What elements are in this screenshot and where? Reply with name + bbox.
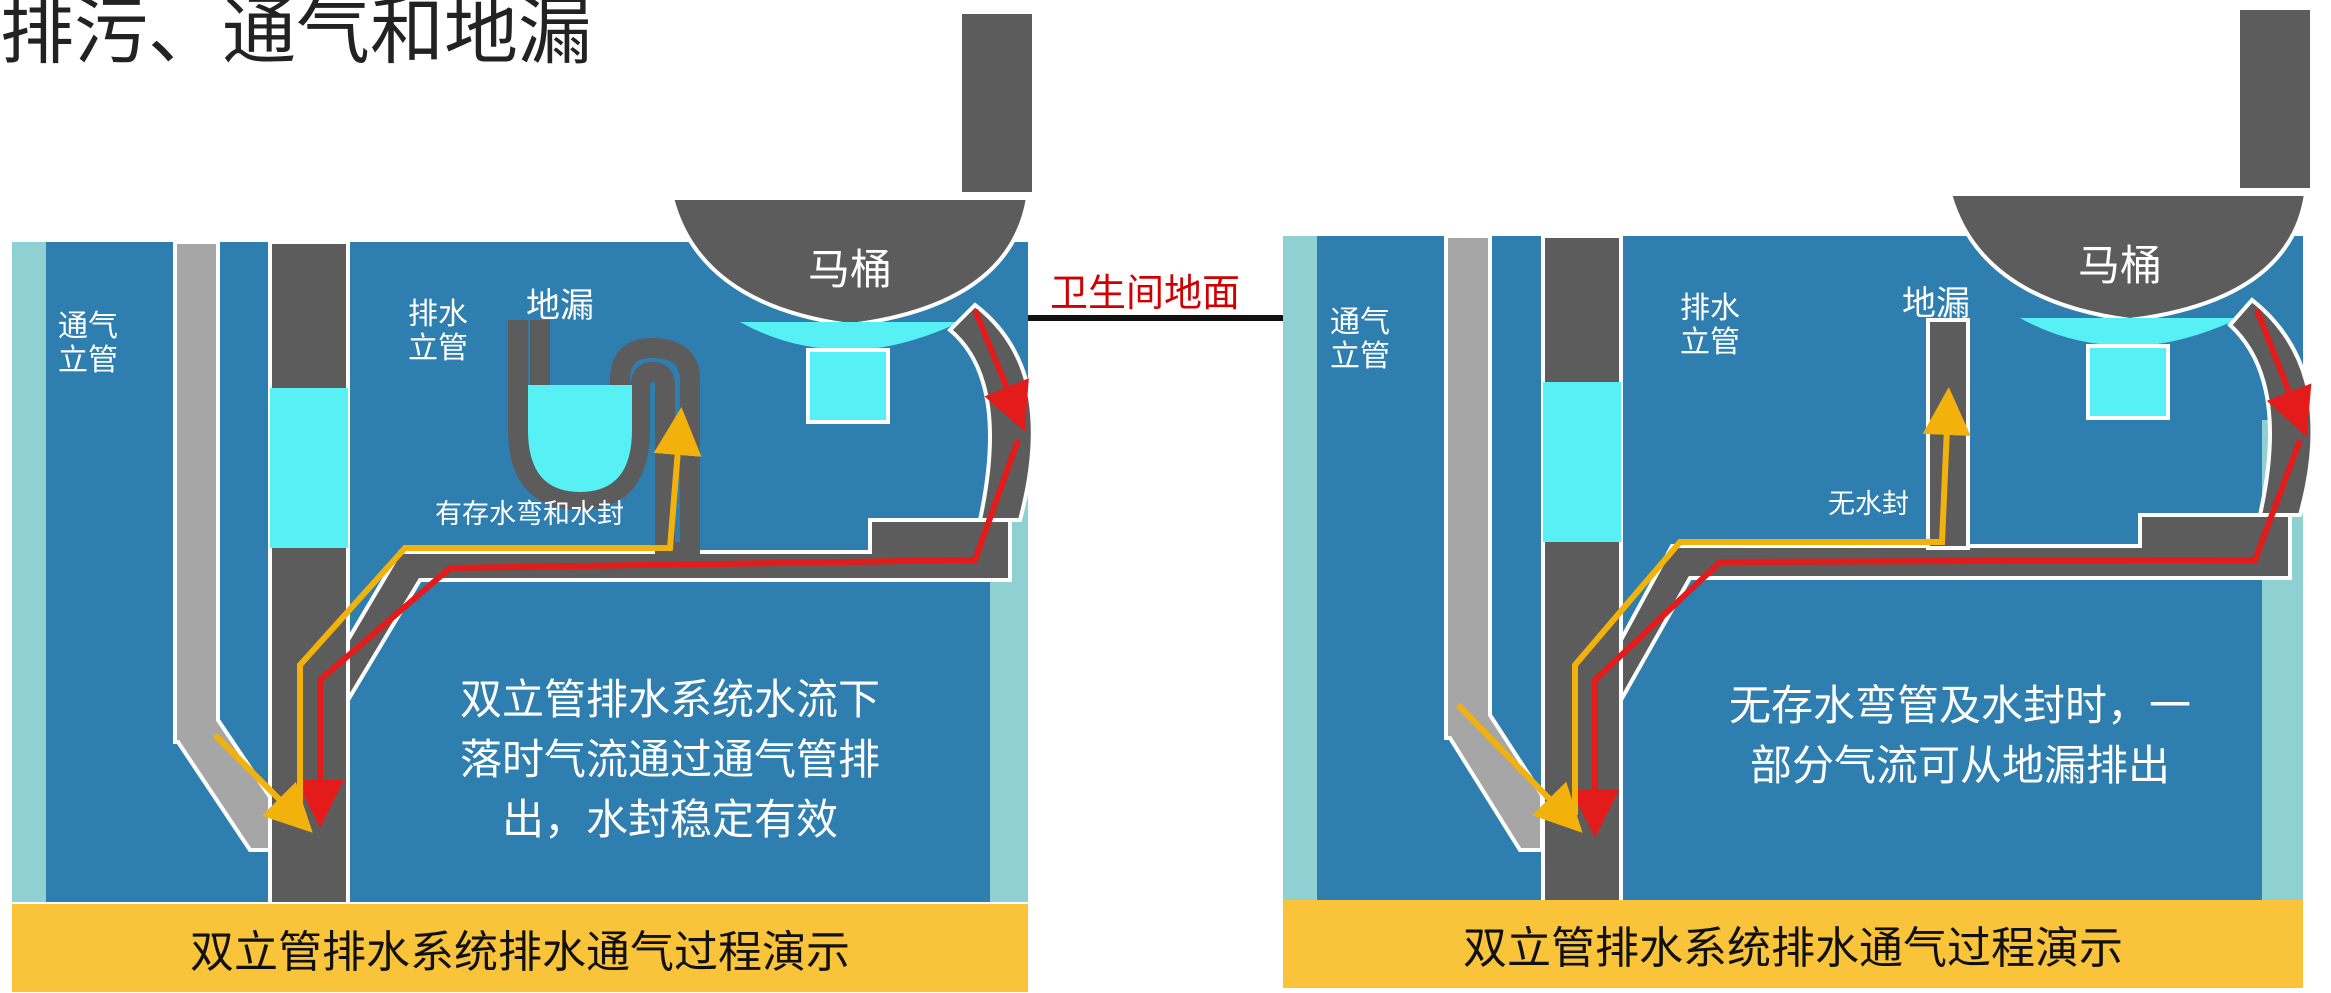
toilet-bowl-water (740, 322, 960, 350)
drain-pipe-label: 排水 立管 (408, 297, 468, 366)
orange-air-arrow (297, 407, 702, 805)
caption-bar: 双立管排水系统排水通气过程演示 (1283, 900, 2303, 988)
toilet-label: 马桶 (2078, 241, 2163, 290)
panel-description: 双立管排水系统水流下 落时气流通过通气管排 出，水封稳定有效 (459, 675, 880, 844)
drain-stack-water (270, 388, 348, 548)
vent-pipe-label: 通气 立管 (1330, 305, 1390, 374)
left-panel (12, 14, 1035, 906)
toilet-vent-pipe (2240, 10, 2310, 188)
floor-drain-label: 地漏 (1902, 284, 1970, 324)
drain-stack-water (1543, 382, 1621, 542)
page-title: 排污、通气和地漏 (0, 0, 592, 75)
red-flow-arrow (1571, 438, 2303, 838)
toilet-vent-pipe (962, 14, 1032, 192)
orange-air-arrow (1572, 387, 1971, 815)
orange-air-arrow (212, 732, 313, 833)
red-flow-arrow (2254, 308, 2312, 437)
bathroom-floor-label: 卫生间地面 (1050, 271, 1241, 315)
left-wall (12, 242, 46, 902)
left-wall (1283, 236, 1317, 902)
drain-pipe-label: 排水 立管 (1680, 291, 1740, 360)
orange-air-arrow (1455, 702, 1583, 833)
toilet-bowl-water (2020, 318, 2240, 346)
trap-label: 有存水弯和水封 (435, 499, 624, 530)
right-panel (1283, 10, 2315, 906)
caption-bar: 双立管排水系统排水通气过程演示 (12, 904, 1028, 992)
floor-drain-label: 地漏 (526, 286, 594, 326)
trap-label: 无水封 (1828, 489, 1909, 520)
red-flow-arrow (972, 308, 1029, 432)
red-flow-arrow (296, 438, 1021, 828)
vent-pipe-label: 通气 立管 (58, 309, 118, 378)
toilet-outlet (2086, 344, 2170, 420)
toilet-label: 马桶 (808, 245, 893, 294)
trap-water (528, 385, 632, 492)
toilet-outlet (806, 348, 890, 424)
panel-description: 无存水弯管及水封时，一 部分气流可从地漏排出 (1728, 681, 2191, 790)
